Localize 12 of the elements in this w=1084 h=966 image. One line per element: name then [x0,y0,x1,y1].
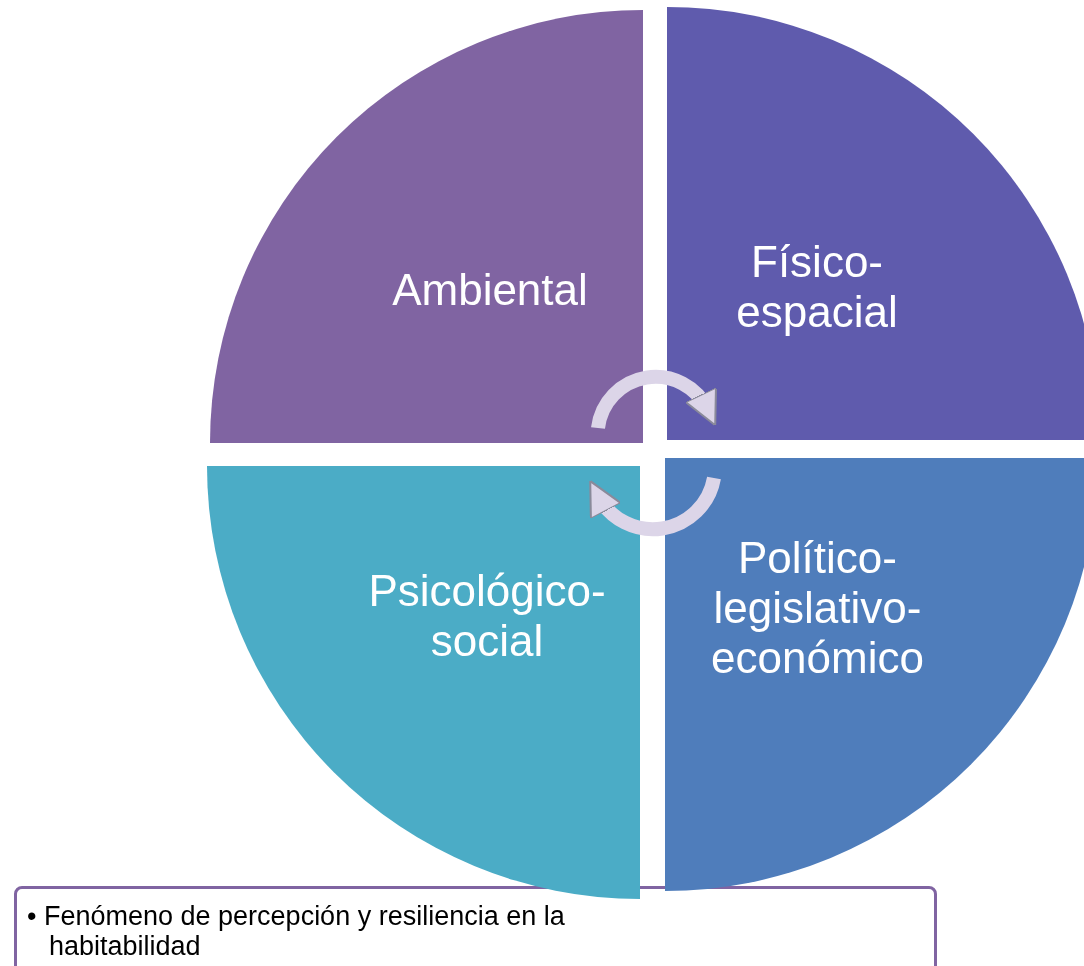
note-box [14,886,937,966]
segment-label: Político-legislativo-económico [710,533,925,683]
quadrant-segment [665,458,1084,891]
curved-arrow [591,369,718,430]
bullet-text: • Fenómeno de percepción y resiliencia en la habitabilidad [27,901,566,961]
segment-label: Psicológico-social [367,566,607,666]
segment-label: Físico-espacial [735,237,899,337]
curved-arrow [588,476,721,537]
quadrant-segment [667,7,1084,440]
quadrant-segment [210,10,643,443]
segment-label: Ambiental [391,265,589,315]
quadrant-segment [207,466,640,899]
